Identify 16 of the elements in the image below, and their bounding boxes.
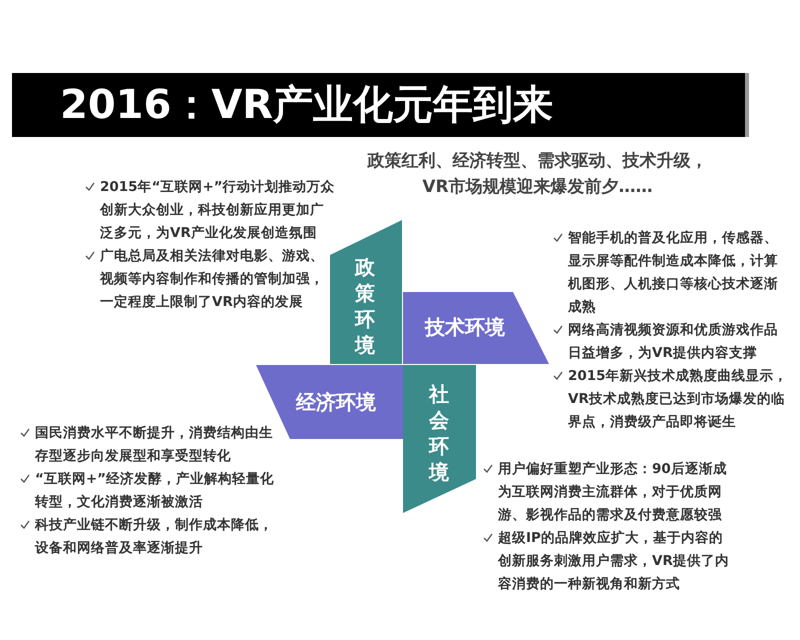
bullet-text: 超级IP的品牌效应扩大，基于内容的创新服务刺激用户需求，VR提供了内容消费的一种新视角和新方式: [498, 529, 730, 594]
bullet-text: 网络高清视频资源和优质游戏作品日益增多，为VR提供内容支撑: [568, 321, 779, 363]
title-banner: 2016：VR产业化元年到来: [12, 73, 745, 137]
panel-title: 技术环境: [425, 314, 505, 341]
bullet-text: 2015年新兴技术成熟度曲线显示，VR技术成熟度已达到市场爆发的临界点，消费级产品即将诞生: [568, 367, 789, 432]
bullet-text: “互联网+”经济发酵，产业解构轻量化转型，文化消费逐渐被激活: [35, 470, 275, 512]
bullet-text: 国民消费水平不断提升，消费结构由生存型逐步向发展型和享受型转化: [35, 424, 274, 466]
bullet-text: 智能手机的普及化应用，传感器、显示屏等配件制造成本降低，计算机图形、人机接口等核心技术逐渐成熟: [568, 229, 779, 317]
subtitle-text: 政策红利、经济转型、需求驱动、技术升级，VR市场规模迎来爆发前夕……: [366, 150, 708, 199]
bullet-text: 用户偏好重塑产业形态：90后逐渐成为互联网消费主流群体，对于优质网游、影视作品的需求及付费意愿较强: [498, 460, 728, 525]
panel-title: 政策环境: [354, 254, 376, 358]
panel-title: 社会环境: [428, 381, 450, 485]
bullet-text: 科技产业链不断升级，制作成本降低，设备和网络普及率逐渐提升: [35, 516, 274, 558]
panel-title: 经济环境: [296, 389, 376, 416]
bullet-text: 2015年“互联网+”行动计划推动万众创新大众创业，科技创新应用更加广泛多元，为VR产业化发展创造氛围: [100, 178, 335, 243]
bullet-text: 广电总局及相关法律对电影、游戏、视频等内容制作和传播的管制加强，一定程度上限制了VR内容的发展: [100, 247, 325, 312]
